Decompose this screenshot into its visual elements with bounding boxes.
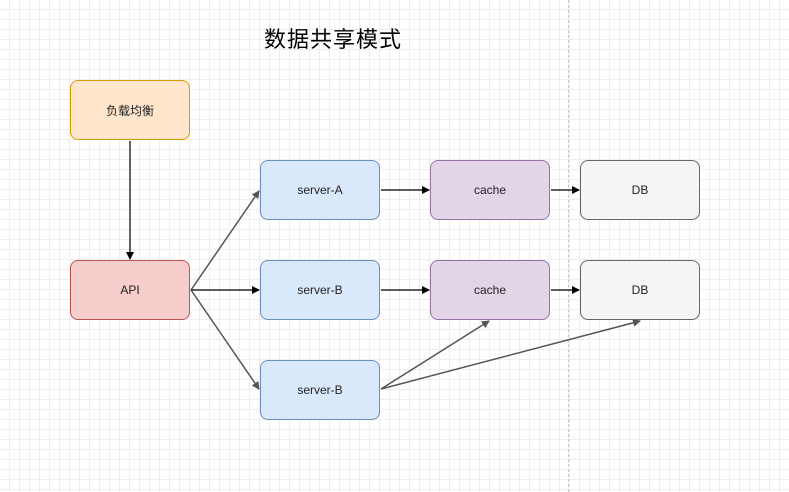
page-guide-line	[568, 0, 569, 492]
db-label-1: DB	[631, 183, 649, 197]
db-label-2: DB	[631, 283, 649, 297]
api-node[interactable]: API	[70, 260, 190, 320]
server-a-node[interactable]: server-A	[260, 160, 380, 220]
cache-label-2: cache	[473, 283, 507, 297]
edge-server-b2-to-db-2	[380, 318, 641, 390]
edge-api-to-server-b2	[190, 289, 260, 390]
db-node-1[interactable]: DB	[580, 160, 700, 220]
server-b-label-1: server-B	[297, 283, 343, 297]
server-b-label-2: server-B	[297, 383, 343, 397]
load-balancer-label: 负载均衡	[105, 103, 154, 118]
load-balancer-node[interactable]: 负载均衡	[70, 80, 190, 140]
server-b-node-2[interactable]: server-B	[260, 360, 380, 420]
cache-label-1: cache	[473, 183, 507, 197]
diagram-title: 数据共享模式	[264, 28, 403, 53]
api-label: API	[120, 283, 140, 297]
server-b-node-1[interactable]: server-B	[260, 260, 380, 320]
cache-node-1[interactable]: cache	[430, 160, 550, 220]
server-a-label: server-A	[297, 183, 343, 197]
edge-server-b2-to-cache-2	[380, 320, 490, 390]
cache-node-2[interactable]: cache	[430, 260, 550, 320]
db-node-2[interactable]: DB	[580, 260, 700, 320]
edge-api-to-server-a	[190, 190, 260, 291]
